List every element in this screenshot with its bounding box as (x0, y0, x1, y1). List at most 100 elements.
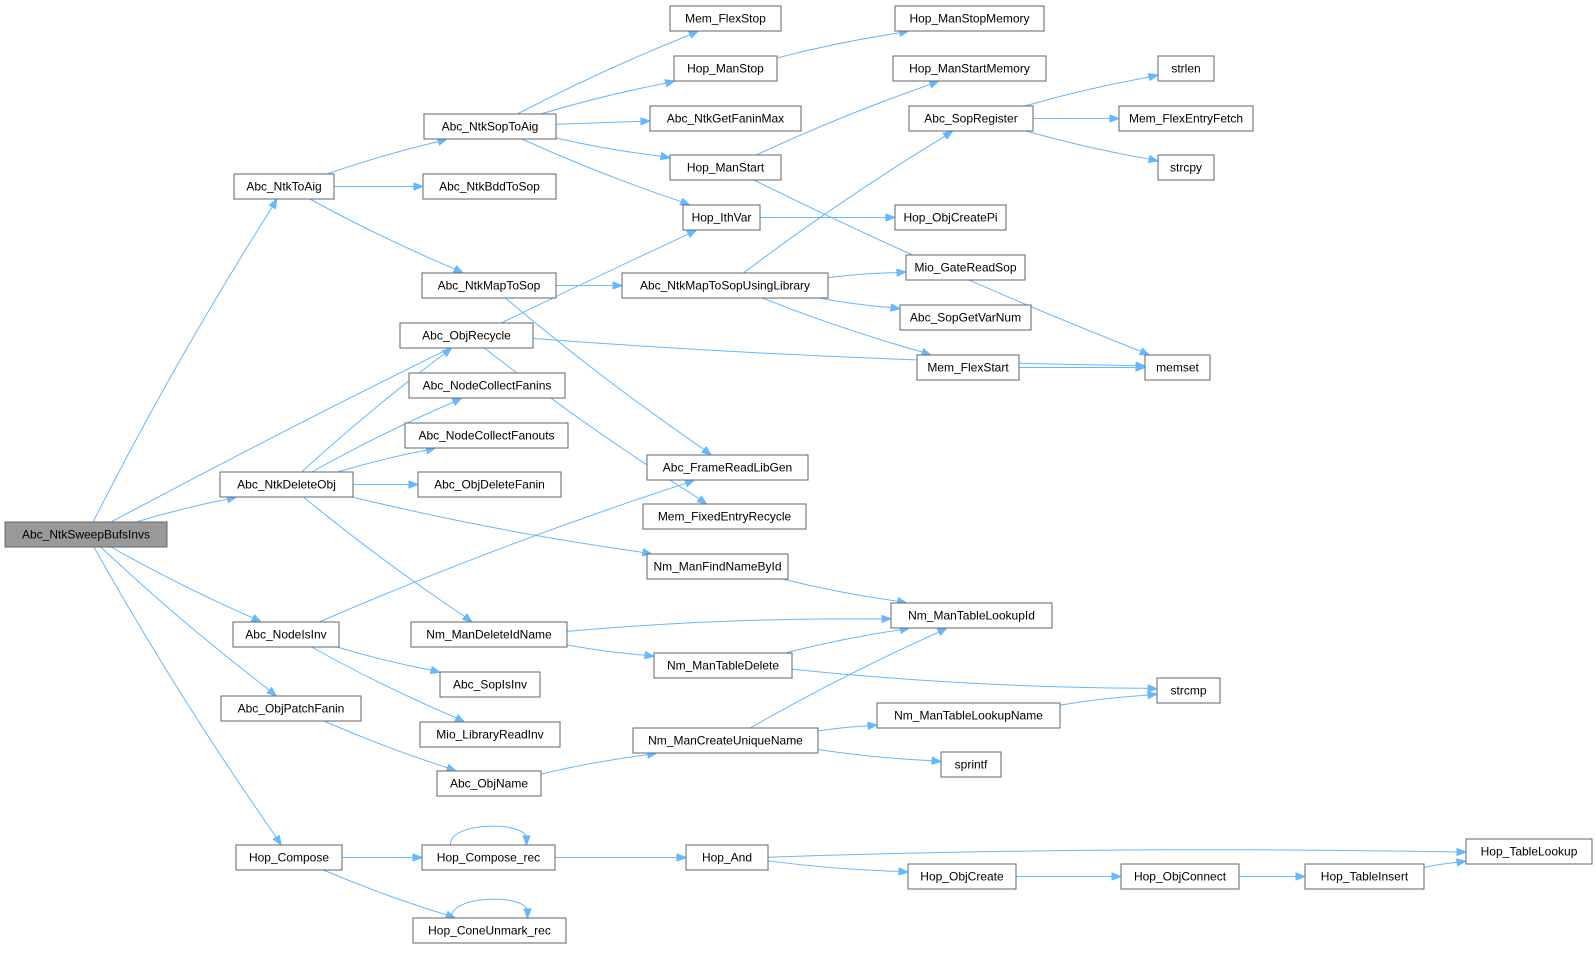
edge-n15-to-n18 (1025, 130, 1150, 160)
edge-n24-to-n9 (532, 337, 1137, 367)
edge-n39-to-n40-arrowhead (867, 721, 879, 731)
node-abc-objpatchfanin[interactable]: Abc_ObjPatchFanin (220, 695, 362, 722)
node-memset[interactable]: memset (1144, 354, 1211, 381)
edge-n44-to-n45-arrowhead (898, 867, 910, 876)
node-abc-sopisinv[interactable]: Abc_SopIsInv (439, 671, 541, 698)
node-label: Hop_ManStart (687, 161, 765, 175)
node-box (1157, 154, 1215, 181)
node-mio-libraryreadinv[interactable]: Mio_LibraryReadInv (419, 721, 561, 748)
node-nm-mancreateuniquename[interactable]: Nm_ManCreateUniqueName (632, 727, 819, 754)
node-abc-ntksoptoaig[interactable]: Abc_NtkSopToAig (423, 113, 557, 140)
node-box (905, 254, 1026, 281)
node-abc-framereadlibgen[interactable]: Abc_FrameReadLibGen (646, 454, 809, 481)
node-hop-and[interactable]: Hop_And (685, 844, 769, 871)
edge-n0-to-n34 (110, 546, 254, 619)
edge-n49-to-n49-arrowhead (523, 908, 532, 920)
node-hop-compose[interactable]: Hop_Compose (235, 844, 343, 871)
node-mem-flexstart[interactable]: Mem_FlexStart (916, 354, 1020, 381)
node-box (399, 322, 534, 349)
node-abc-objname[interactable]: Abc_ObjName (436, 770, 542, 797)
node-abc-ntkmaptosop[interactable]: Abc_NtkMapToSop (421, 272, 557, 299)
node-abc-objdeletefanin[interactable]: Abc_ObjDeleteFanin (417, 471, 562, 498)
edge-n10-to-n11-arrowhead (885, 213, 897, 222)
node-abc-ntksweepbufsinvs[interactable]: Abc_NtkSweepBufsInvs (4, 521, 168, 548)
node-abc-nodeisinv[interactable]: Abc_NodeIsInv (232, 621, 340, 648)
node-mio-gatereadsop[interactable]: Mio_GateReadSop (905, 254, 1026, 281)
node-box (682, 204, 761, 231)
edge-n40-to-n32-arrowhead (1147, 690, 1159, 700)
edge-n39-to-n41-arrowhead (931, 756, 943, 765)
node-mem-flexentryfetch[interactable]: Mem_FlexEntryFetch (1118, 105, 1254, 132)
node-label: Abc_NtkDeleteObj (237, 478, 336, 492)
edge-n44-to-n45 (767, 860, 900, 872)
node-abc-ntkbddtosop[interactable]: Abc_NtkBddToSop (422, 173, 557, 200)
edge-n23-to-n24-arrowhead (441, 347, 453, 358)
node-hop-manstartmemory[interactable]: Hop_ManStartMemory (892, 55, 1047, 82)
node-abc-nodecollectfanouts[interactable]: Abc_NodeCollectFanouts (404, 422, 569, 449)
node-abc-objrecycle[interactable]: Abc_ObjRecycle (399, 322, 534, 349)
edge-n47-to-n48-arrowhead (1455, 858, 1468, 867)
edge-n14-to-n21 (761, 297, 923, 353)
node-strcpy[interactable]: strcpy (1157, 154, 1215, 181)
node-hop-ithvar[interactable]: Hop_IthVar (682, 204, 761, 231)
node-strlen[interactable]: strlen (1157, 55, 1215, 82)
node-box (1304, 863, 1425, 890)
node-label: Mem_FlexStart (927, 361, 1009, 375)
node-label: Hop_ManStartMemory (909, 62, 1030, 76)
edge-n23-to-n26-arrowhead (451, 397, 463, 406)
edge-n0-to-n37-arrowhead (266, 686, 278, 697)
edge-n39-to-n30-arrowhead (936, 627, 949, 637)
node-nm-manfindnamebyid[interactable]: Nm_ManFindNameById (646, 553, 789, 580)
node-mem-flexstop[interactable]: Mem_FlexStop (669, 5, 782, 32)
edge-n14-to-n19-arrowhead (896, 268, 908, 277)
node-label: Hop_Compose (249, 851, 329, 865)
edge-n29-to-n30 (566, 618, 883, 632)
node-abc-ntkmaptosopusinglibrary[interactable]: Abc_NtkMapToSopUsingLibrary (621, 272, 829, 299)
node-hop-manstop[interactable]: Hop_ManStop (673, 55, 778, 82)
node-label: Mio_LibraryReadInv (436, 728, 543, 742)
node-hop-objconnect[interactable]: Hop_ObjConnect (1120, 863, 1240, 890)
node-label: Mio_GateReadSop (914, 261, 1016, 275)
edge-n13-to-n22 (505, 297, 705, 450)
node-box (421, 272, 557, 299)
edge-n39-to-n30 (749, 631, 940, 729)
node-nm-mandeleteidname[interactable]: Nm_ManDeleteIdName (410, 621, 568, 648)
node-strcmp[interactable]: strcmp (1156, 677, 1221, 704)
node-abc-ntkgetfaninmax[interactable]: Abc_NtkGetFaninMax (649, 105, 802, 132)
node-label: Abc_NtkToAig (246, 180, 321, 194)
edge-n29-to-n31-arrowhead (644, 650, 656, 660)
node-nm-mantabledelete[interactable]: Nm_ManTableDelete (653, 652, 793, 679)
node-hop-manstart[interactable]: Hop_ManStart (669, 154, 782, 181)
node-box (916, 354, 1020, 381)
node-mem-fixedentryrecycle[interactable]: Mem_FixedEntryRecycle (642, 503, 807, 530)
node-hop-coneunmark-rec[interactable]: Hop_ConeUnmark_rec (412, 917, 567, 944)
edge-n47-to-n48 (1423, 861, 1458, 868)
node-hop-objcreatepi[interactable]: Hop_ObjCreatePi (894, 204, 1007, 231)
node-abc-ntkdeleteobj[interactable]: Abc_NtkDeleteObj (219, 471, 354, 498)
node-nm-mantablelookupid[interactable]: Nm_ManTableLookupId (890, 602, 1053, 629)
node-abc-ntktoaig[interactable]: Abc_NtkToAig (233, 173, 335, 200)
node-box (1144, 354, 1211, 381)
node-hop-tablelookup[interactable]: Hop_TableLookup (1465, 838, 1593, 865)
edge-n0-to-n1-arrowhead (268, 197, 278, 210)
node-hop-objcreate[interactable]: Hop_ObjCreate (907, 863, 1017, 890)
node-label: Nm_ManDeleteIdName (426, 628, 552, 642)
node-sprintf[interactable]: sprintf (940, 751, 1002, 778)
node-abc-sopregister[interactable]: Abc_SopRegister (908, 105, 1034, 132)
node-hop-manstopmemory[interactable]: Hop_ManStopMemory (894, 5, 1045, 32)
edge-n24-to-n9-arrowhead (1135, 361, 1147, 370)
node-label: Abc_NodeCollectFanins (423, 379, 552, 393)
node-box (219, 471, 354, 498)
node-abc-nodecollectfanins[interactable]: Abc_NodeCollectFanins (408, 372, 566, 399)
edge-n39-to-n40 (817, 725, 869, 732)
node-hop-compose-rec[interactable]: Hop_Compose_rec (421, 844, 556, 871)
edge-n0-to-n42 (93, 546, 277, 838)
node-abc-sopgetvarnum[interactable]: Abc_SopGetVarNum (899, 304, 1032, 331)
edge-n7-to-n8-arrowhead (928, 80, 940, 89)
node-hop-tableinsert[interactable]: Hop_TableInsert (1304, 863, 1425, 890)
edge-n0-to-n37 (100, 546, 270, 691)
edge-n2-to-n6-arrowhead (640, 117, 652, 126)
edge-n42-to-n43-arrowhead (412, 853, 424, 862)
node-nm-mantablelookupname[interactable]: Nm_ManTableLookupName (876, 702, 1061, 729)
edge-n7-to-n8 (756, 83, 931, 156)
